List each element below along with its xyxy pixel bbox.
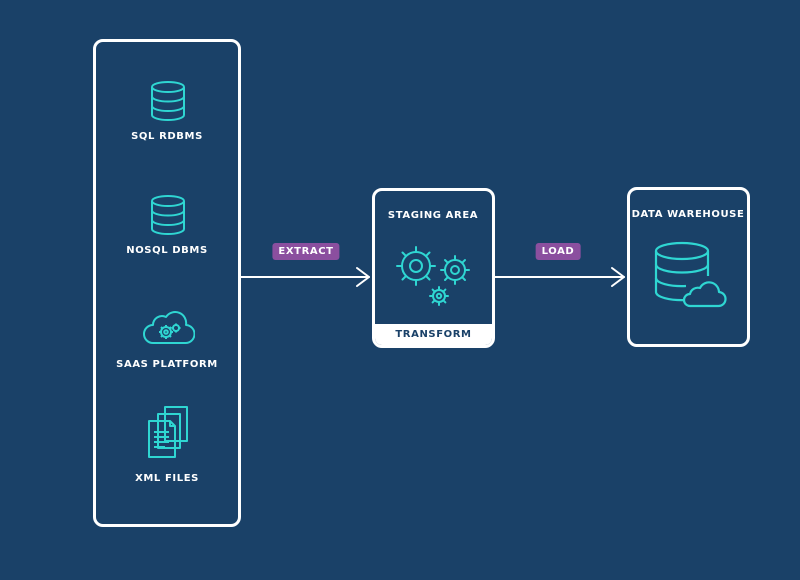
data-warehouse-box xyxy=(627,187,750,347)
source-label-nosql-dbms: NOSQL DBMS xyxy=(126,245,208,256)
load-arrowhead xyxy=(611,267,625,287)
database-icon xyxy=(151,195,185,235)
staging-area-box: TRANSFORM xyxy=(372,188,495,348)
staging-area-title: STAGING AREA xyxy=(387,210,479,221)
documents-icon xyxy=(148,406,188,458)
database-icon xyxy=(151,81,185,121)
transform-label: TRANSFORM xyxy=(375,324,492,345)
source-label-xml-files: XML FILES xyxy=(135,473,199,484)
gears-icon xyxy=(396,246,470,306)
extract-label: EXTRACT xyxy=(272,243,340,260)
source-label-sql-rdbms: SQL RDBMS xyxy=(131,131,203,142)
source-label-saas-platform: SAAS PLATFORM xyxy=(116,359,218,370)
extract-arrowhead xyxy=(356,267,370,287)
sources-box xyxy=(93,39,241,527)
cloud-gears-icon xyxy=(143,311,195,345)
database-cloud-icon xyxy=(654,241,727,308)
data-warehouse-title: DATA WAREHOUSE xyxy=(631,209,745,220)
load-label: LOAD xyxy=(535,243,581,260)
